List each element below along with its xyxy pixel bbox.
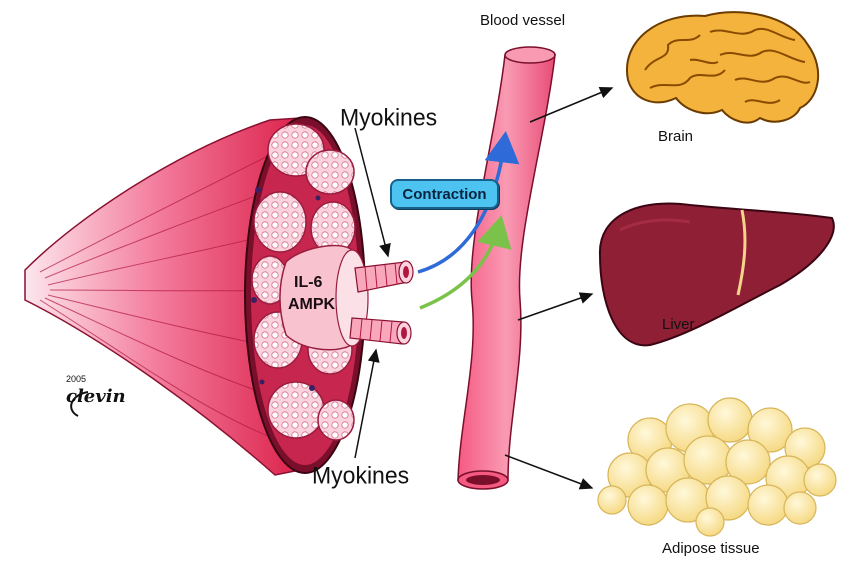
- signature-year: 2005: [66, 374, 87, 384]
- signature-swoosh: [70, 391, 89, 417]
- myokines-top-pointer: [354, 127, 391, 258]
- arrow-to-liver: [517, 292, 594, 321]
- brain-label: Brain: [658, 128, 694, 145]
- myokines-bottom-pointer: [354, 348, 380, 459]
- signature-name: clevin: [66, 386, 126, 407]
- il6-label: IL-6: [294, 274, 323, 291]
- adipose-tissue-icon: [597, 397, 837, 537]
- contraction-signal-arrow-green: [419, 215, 512, 310]
- arrow-to-brain: [529, 87, 614, 123]
- ampk-label: AMPK: [288, 296, 336, 313]
- contraction-signal-arrow-blue: [417, 131, 520, 274]
- blood-vessel-label: Blood vessel: [480, 12, 566, 29]
- myokine-tube-lower: [349, 317, 412, 345]
- adipose-tissue-label: Adipose tissue: [662, 540, 760, 557]
- myokine-tube-upper: [354, 260, 414, 293]
- blood-vessel-icon: [457, 46, 556, 490]
- muscle-cross-section-icon: [24, 116, 369, 476]
- liver-icon: [598, 202, 835, 347]
- liver-label: Liver: [662, 316, 695, 333]
- myokines-bottom-label: Myokines: [312, 461, 410, 489]
- contraction-badge: Contraction: [390, 179, 499, 209]
- arrow-to-adipose: [504, 454, 594, 490]
- myokines-top-label: Myokines: [340, 103, 438, 131]
- brain-icon: [625, 11, 820, 124]
